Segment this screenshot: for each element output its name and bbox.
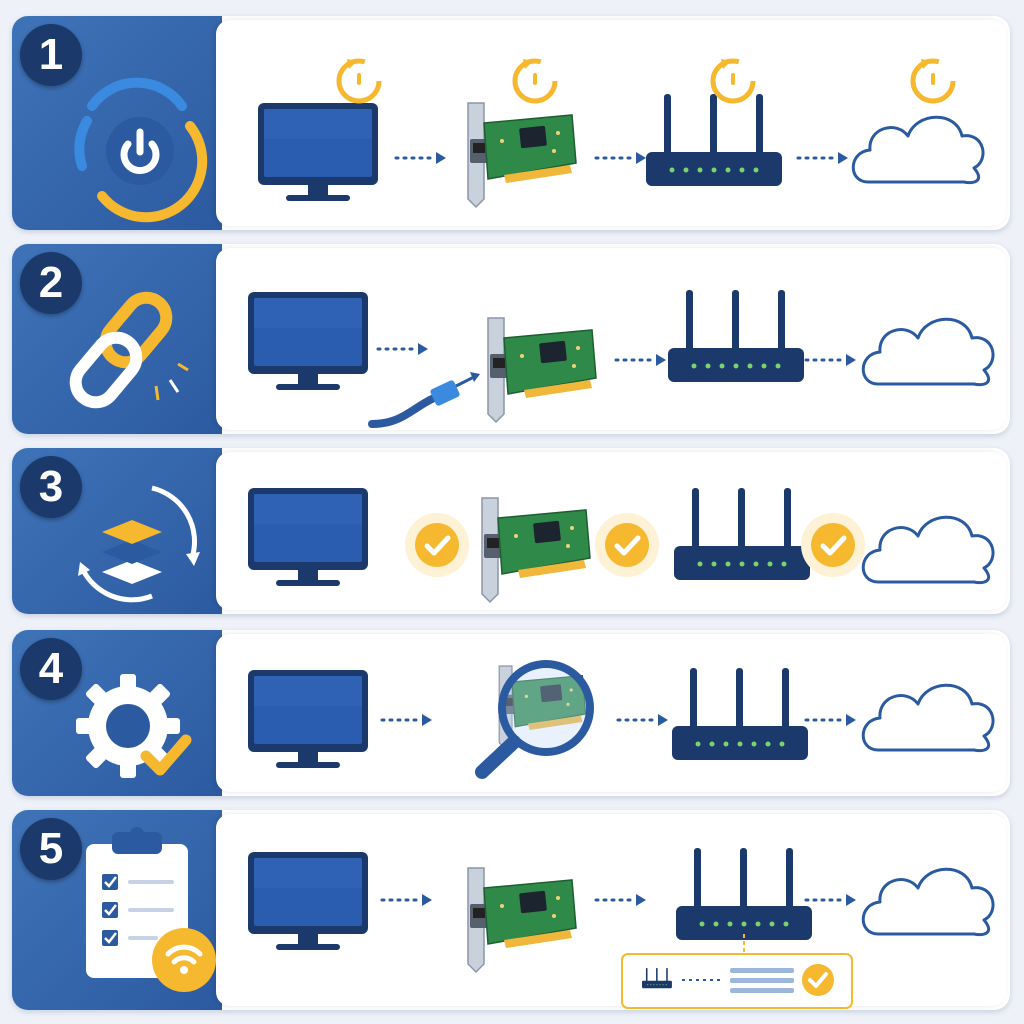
cloud-icon [861,867,995,937]
layers-sync-icon [78,485,200,603]
monitor-icon [248,670,368,768]
step-number-badge: 2 [20,252,82,314]
network-card-icon [481,497,591,603]
cloud-icon [851,115,985,185]
checklist-wifi-icon [86,827,216,992]
cloud-icon [861,515,995,585]
step-row-4: 4 [12,630,1010,796]
power-restart-icon [74,77,208,223]
flow-arrow [380,892,434,908]
step-number-badge: 5 [20,818,82,880]
flow-arrow [804,352,858,368]
ethernet-cable-icon [368,372,480,428]
cloud-icon [861,317,995,387]
router-icon [674,488,810,580]
check-circle-icon [592,510,662,580]
step-row-5: 5 [12,810,1010,1010]
cloud-icon [861,683,995,753]
flow-arrow [380,712,434,728]
gear-check-icon [76,674,192,778]
router-icon [672,668,808,760]
flow-arrow [394,150,448,166]
router-icon [646,94,782,186]
router-icon [668,290,804,382]
flow-arrow [804,892,858,908]
restart-timer-icon [908,56,958,106]
step-row-3: 3 [12,448,1010,614]
flow-arrow [804,712,858,728]
check-circle-icon [402,510,472,580]
router-status-callout [621,934,853,1009]
step-number-badge: 1 [20,24,82,86]
network-card-icon [467,867,577,973]
monitor-icon [258,103,378,201]
restart-timer-icon [334,56,384,106]
step-number-badge: 4 [20,638,82,700]
monitor-icon [248,488,368,586]
network-card-icon [467,102,577,208]
link-chain-icon [69,291,189,409]
restart-timer-icon [510,56,560,106]
magnifier-icon [475,660,594,779]
step-row-1: 1 [12,16,1010,230]
step-number-badge: 3 [20,456,82,518]
flow-arrow [376,341,430,357]
monitor-icon [248,852,368,950]
flow-arrow [616,712,670,728]
step-row-2: 2 [12,244,1010,434]
restart-timer-icon [708,56,758,106]
network-card-icon [487,317,597,423]
monitor-icon [248,292,368,390]
router-icon [676,848,812,940]
flow-arrow [614,352,668,368]
flow-arrow [594,892,648,908]
